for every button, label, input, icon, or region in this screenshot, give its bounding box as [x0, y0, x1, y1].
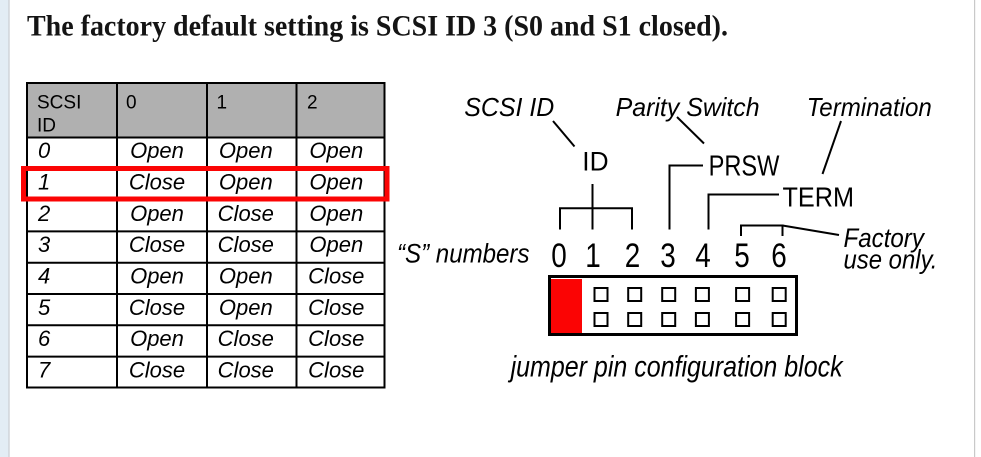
svg-text:Open: Open — [219, 170, 273, 195]
svg-text:Close: Close — [218, 358, 274, 383]
svg-text:Open: Open — [130, 326, 184, 351]
svg-text:SCSI: SCSI — [37, 93, 81, 114]
svg-text:Close: Close — [129, 358, 185, 383]
svg-text:Close: Close — [218, 232, 274, 257]
svg-text:Open: Open — [219, 264, 273, 289]
svg-text:The factory default setting is: The factory default setting is SCSI ID 3… — [27, 10, 728, 43]
svg-text:Open: Open — [130, 138, 184, 163]
svg-text:Open: Open — [219, 138, 273, 163]
svg-text:Parity Switch: Parity Switch — [616, 92, 760, 122]
svg-text:3: 3 — [660, 237, 676, 275]
svg-text:Close: Close — [308, 295, 364, 320]
svg-text:Close: Close — [308, 326, 364, 351]
svg-text:0: 0 — [126, 93, 137, 114]
svg-text:1: 1 — [585, 237, 601, 275]
svg-text:jumper pin configuration block: jumper pin configuration block — [507, 350, 844, 383]
svg-text:Close: Close — [308, 264, 364, 289]
svg-text:Open: Open — [309, 138, 363, 163]
svg-text:ID: ID — [37, 116, 56, 137]
svg-text:7: 7 — [38, 358, 51, 383]
svg-text:Close: Close — [129, 295, 185, 320]
svg-text:Close: Close — [218, 201, 274, 226]
svg-text:6: 6 — [771, 237, 787, 275]
svg-text:Open: Open — [130, 201, 184, 226]
svg-text:4: 4 — [695, 237, 711, 275]
svg-text:1: 1 — [38, 170, 50, 195]
svg-text:PRSW: PRSW — [709, 151, 780, 183]
svg-text:2: 2 — [625, 237, 641, 275]
svg-text:3: 3 — [38, 232, 51, 257]
svg-text:Close: Close — [218, 326, 274, 351]
svg-text:Open: Open — [309, 232, 363, 257]
svg-text:use only.: use only. — [844, 244, 938, 274]
svg-text:4: 4 — [38, 264, 50, 289]
svg-text:5: 5 — [38, 295, 51, 320]
svg-text:Open: Open — [309, 170, 363, 195]
svg-text:TERM: TERM — [783, 182, 855, 213]
svg-text:SCSI ID: SCSI ID — [464, 92, 554, 122]
svg-text:Open: Open — [219, 295, 273, 320]
svg-text:Close: Close — [129, 232, 185, 257]
svg-text:Open: Open — [309, 201, 363, 226]
svg-text:ID: ID — [582, 147, 608, 177]
svg-text:Termination: Termination — [807, 92, 932, 122]
svg-text:Close: Close — [129, 170, 185, 195]
svg-text:1: 1 — [217, 93, 228, 114]
svg-text:Open: Open — [130, 264, 184, 289]
svg-text:“S” numbers: “S” numbers — [397, 239, 530, 269]
svg-text:2: 2 — [37, 201, 50, 226]
svg-text:Close: Close — [308, 358, 364, 383]
svg-text:5: 5 — [734, 237, 750, 275]
svg-text:Factory: Factory — [844, 223, 926, 253]
svg-text:2: 2 — [307, 93, 318, 114]
svg-text:0: 0 — [38, 138, 51, 163]
svg-text:0: 0 — [551, 237, 567, 275]
svg-text:6: 6 — [38, 326, 51, 351]
